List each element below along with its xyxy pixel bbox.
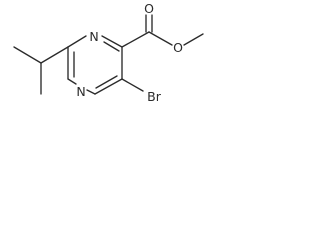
bond-c6-n1 — [86, 89, 96, 95]
atom-labels: N N O O Br — [76, 1, 183, 104]
structure-canvas: N N O O Br — [0, 0, 250, 138]
atom-label-o-carbonyl: O — [144, 1, 154, 16]
bond-n3-c4-inner — [103, 41, 120, 52]
bond-ring-carbonyl — [121, 31, 150, 48]
bond-c5-c6-inner — [95, 75, 118, 89]
atom-label-o-ester: O — [173, 40, 183, 55]
bond-ester-o-methyl — [183, 33, 204, 46]
bond-n3-c4-outer — [101, 35, 123, 48]
bond-isopropyl-ring — [40, 46, 69, 64]
molecule-structure: N N O O Br — [13, 1, 204, 104]
atom-label-n-top: N — [89, 29, 98, 44]
bond-lines — [13, 14, 204, 95]
bond-carbonyl-ester-o — [148, 31, 173, 46]
bond-c5-br — [121, 78, 144, 92]
bond-methyl-upper — [13, 46, 42, 64]
bond-n1-c2-outer — [67, 78, 77, 85]
atom-label-n-bottom: N — [76, 84, 85, 99]
bond-c2-n3 — [67, 35, 87, 48]
bond-c5-c6-outer — [94, 78, 123, 95]
atom-label-br: Br — [147, 89, 162, 104]
